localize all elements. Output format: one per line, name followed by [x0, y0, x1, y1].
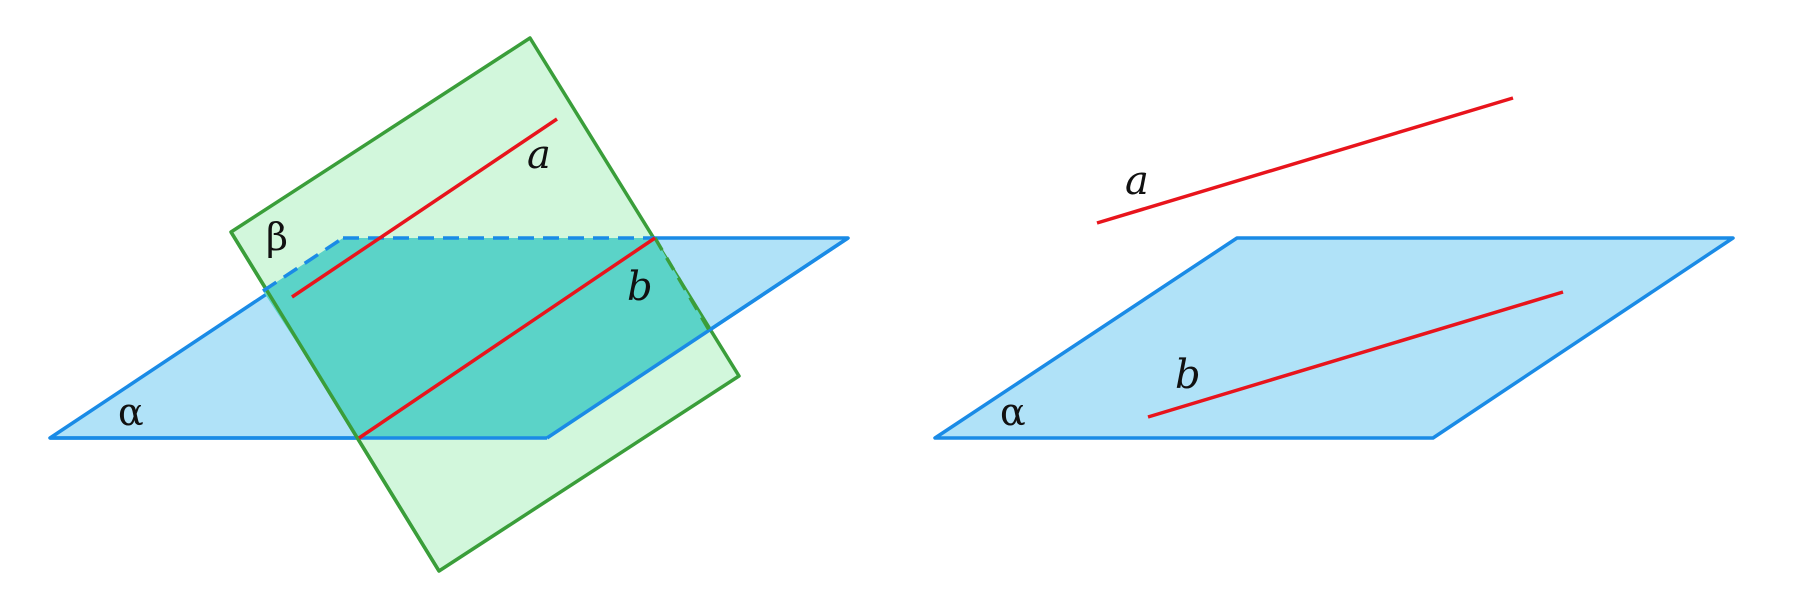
left-plane-overlap: [263, 238, 709, 438]
left-line-a: [291, 117, 558, 299]
left-label-beta: β: [266, 215, 288, 259]
right-label-alpha: α: [1000, 390, 1026, 434]
left-figure: α β a b: [48, 36, 850, 573]
left-label-a: a: [527, 132, 551, 178]
left-beta-right-edge-dashed: [653, 237, 711, 331]
right-label-a: a: [1125, 158, 1149, 204]
right-line-a: [1096, 96, 1514, 225]
left-label-b: b: [627, 264, 653, 310]
left-alpha-left-edge-dashed: [262, 236, 344, 293]
right-label-b: b: [1175, 352, 1201, 398]
left-label-alpha: α: [118, 390, 144, 434]
left-alpha-right-edge: [546, 236, 849, 440]
right-line-b: [1147, 290, 1564, 419]
right-figure: α a b: [933, 96, 1735, 440]
left-line-b: [358, 236, 656, 440]
right-plane-alpha: [933, 236, 1735, 440]
